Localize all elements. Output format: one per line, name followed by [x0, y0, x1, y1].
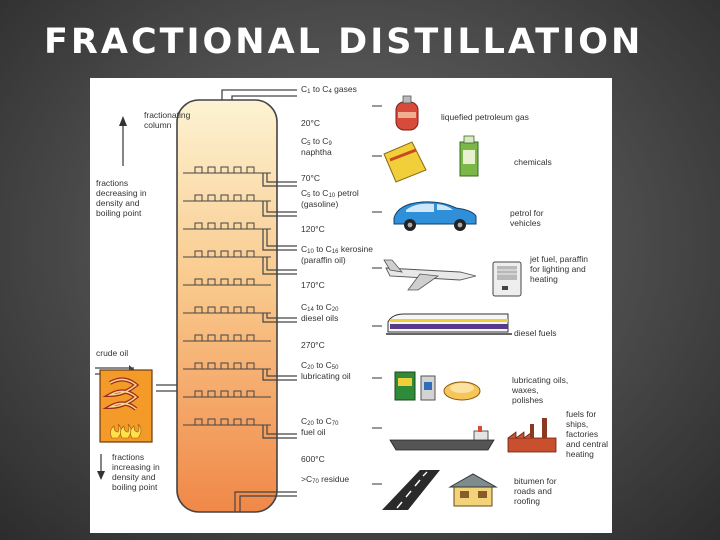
fraction-diesel-name: diesel oils	[301, 313, 339, 323]
fractions-increasing-label: fractions increasing in density and boil…	[112, 452, 160, 492]
slide-title: FRACTIONAL DISTILLATION	[44, 22, 644, 62]
ship-icon	[389, 426, 495, 451]
temp-20: 20°C	[301, 118, 320, 128]
fractions-decreasing-label: fractions decreasing in density and boil…	[96, 178, 147, 218]
car-icon	[393, 201, 477, 231]
flames-icon	[110, 423, 142, 439]
fraction-petrol-name: (gasoline)	[301, 199, 339, 209]
furnace	[99, 369, 153, 443]
train-icon	[386, 313, 512, 335]
jet-plane-icon	[383, 259, 477, 291]
house-icon	[448, 473, 498, 507]
use-diesel: diesel fuels	[514, 328, 557, 338]
fraction-gases: C1 to C4 gases	[301, 84, 357, 95]
chemicals-icon	[383, 135, 479, 183]
diagram-panel: fractionating column fractions decreasin…	[90, 78, 612, 533]
road-icon	[382, 470, 440, 510]
outlet-pipes	[234, 173, 297, 512]
use-lubricating: lubricating oils, waxes, polishes	[512, 375, 569, 405]
fraction-kerosine-name: (paraffin oil)	[301, 255, 346, 265]
fractionating-column	[176, 99, 278, 513]
factory-icon	[507, 418, 557, 453]
fraction-petrol: C5 to C10 petrol	[301, 188, 359, 199]
up-arrow-icon	[119, 116, 127, 166]
use-bitumen: bitumen for roads and roofing	[514, 476, 557, 506]
column-trays	[183, 166, 271, 426]
use-lpg: liquefied petroleum gas	[441, 112, 529, 122]
gas-outlet-pipe	[221, 89, 297, 100]
fraction-lubricating: C20 to C50	[301, 360, 339, 371]
fraction-kerosine: C10 to C16 kerosine	[301, 244, 373, 255]
heater-icon	[492, 261, 522, 297]
temp-270: 270°C	[301, 340, 325, 350]
fraction-residue: >C70 residue	[301, 474, 350, 485]
fraction-diesel: C14 to C20	[301, 302, 339, 313]
distillation-diagram	[95, 89, 557, 513]
fraction-lubricating-name: lubricating oil	[301, 371, 351, 381]
temp-120: 120°C	[301, 224, 325, 234]
use-petrol: petrol for vehicles	[510, 208, 544, 228]
fraction-naphtha-name: naphtha	[301, 147, 332, 157]
use-jet-fuel: jet fuel, paraffin for lighting and heat…	[530, 254, 588, 284]
fraction-naphtha: C5 to C9	[301, 136, 332, 147]
crude-oil-label: crude oil	[96, 348, 129, 358]
temp-70: 70°C	[301, 173, 320, 183]
fractionating-column-label: fractionating column	[144, 110, 191, 130]
down-arrow-icon	[97, 454, 105, 480]
fraction-fuel-oil: C20 to C70	[301, 416, 339, 427]
temp-170: 170°C	[301, 280, 325, 290]
use-fuel-oil: fuels for ships, factories and central h…	[566, 409, 609, 459]
fraction-fuel-oil-name: fuel oil	[301, 427, 326, 437]
oil-cans-icon	[394, 371, 481, 401]
use-chemicals: chemicals	[514, 157, 552, 167]
temp-600: 600°C	[301, 454, 325, 464]
use-braces	[372, 105, 382, 485]
gas-bottle-icon	[395, 95, 419, 131]
